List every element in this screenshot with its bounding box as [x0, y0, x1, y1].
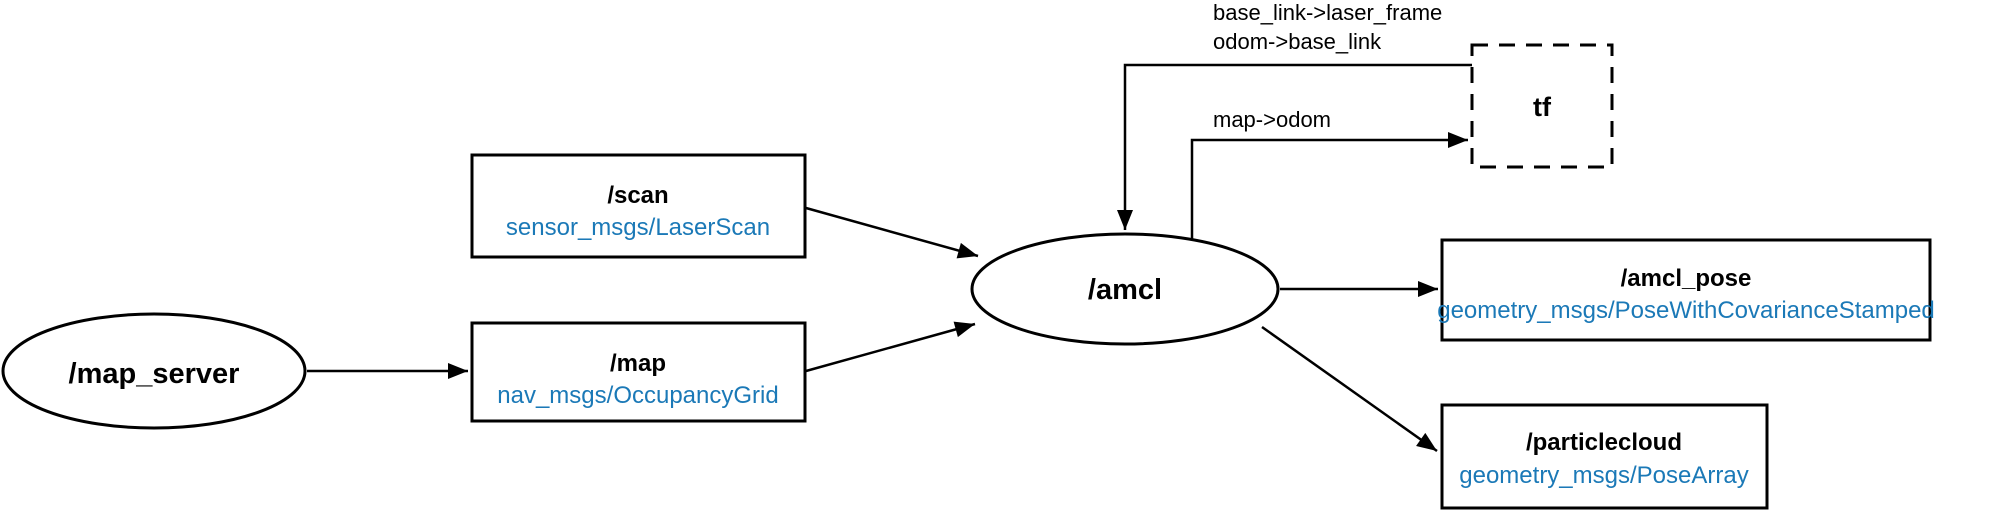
node-map-server-label: /map_server [69, 358, 240, 390]
topic-scan-name: /scan [607, 182, 668, 209]
topic-map-name: /map [610, 350, 666, 377]
topic-scan-type: sensor_msgs/LaserScan [506, 214, 770, 241]
node-tf: tf [1470, 43, 1614, 169]
topic-scan-box [470, 153, 807, 259]
topic-map: /map nav_msgs/OccupancyGrid [470, 321, 807, 423]
topic-scan: /scan sensor_msgs/LaserScan [470, 153, 807, 259]
topic-particlecloud: /particlecloud geometry_msgs/PoseArray [1440, 403, 1769, 510]
edge-amcl-to-tf [1190, 132, 1468, 241]
node-map-server: /map_server [1, 312, 307, 430]
topic-amcl-pose-type: geometry_msgs/PoseWithCovarianceStamped [1437, 297, 1935, 324]
topic-amcl-pose-name: /amcl_pose [1621, 265, 1752, 292]
node-tf-label: tf [1533, 92, 1552, 122]
node-tf-box [1470, 43, 1614, 169]
edge-amcl-to-particlecloud [1261, 325, 1438, 453]
topic-amcl-pose: /amcl_pose geometry_msgs/PoseWithCovaria… [1437, 238, 1935, 342]
edge-label-odom-base-link: odom->base_link [1213, 29, 1382, 54]
edge-map-to-amcl [805, 321, 976, 373]
topic-map-type: nav_msgs/OccupancyGrid [497, 382, 778, 409]
node-amcl: /amcl [970, 232, 1280, 346]
edge-tf-to-amcl [1117, 63, 1472, 230]
topic-particlecloud-type: geometry_msgs/PoseArray [1459, 462, 1748, 489]
edge-scan-to-amcl [805, 206, 979, 259]
node-amcl-label: /amcl [1088, 274, 1162, 306]
edge-label-base-link-laser-frame: base_link->laser_frame [1213, 0, 1442, 25]
edge-label-map-odom: map->odom [1213, 107, 1331, 132]
topic-particlecloud-box [1440, 403, 1769, 510]
node-amcl-ellipse [970, 232, 1280, 346]
topic-particlecloud-name: /particlecloud [1526, 429, 1682, 456]
topic-map-box [470, 321, 807, 423]
topic-amcl-pose-box [1440, 238, 1932, 342]
node-map-server-ellipse [1, 312, 307, 430]
